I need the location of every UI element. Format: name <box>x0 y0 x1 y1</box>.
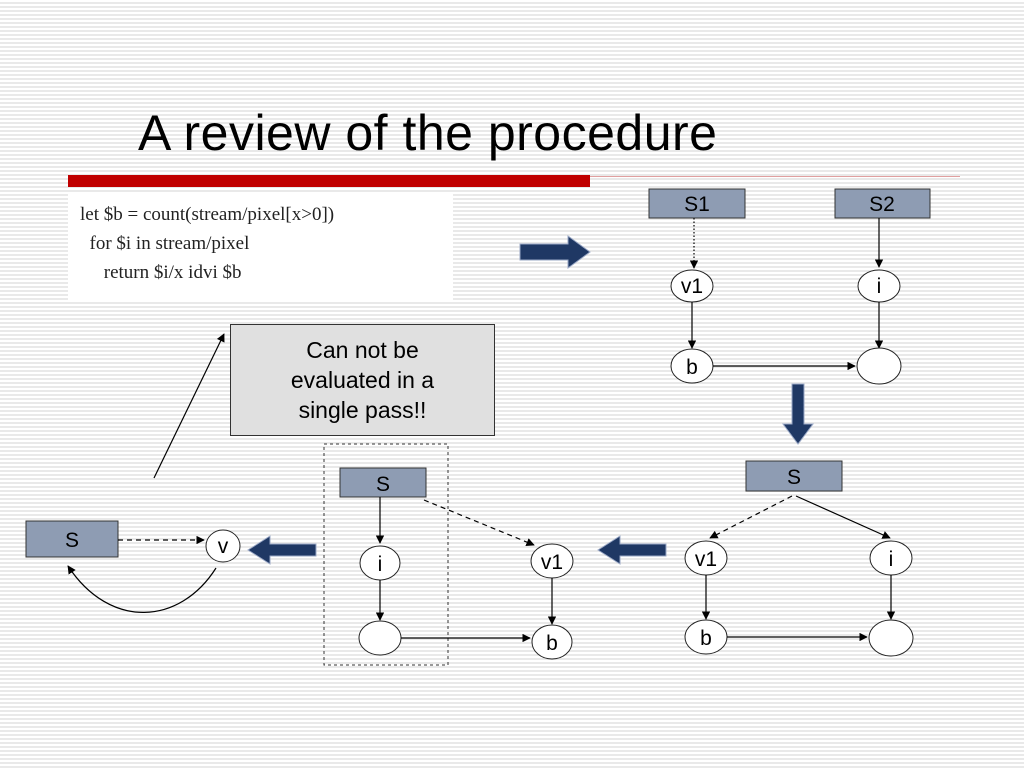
source-s-middle-label: S <box>376 473 390 496</box>
source-s2-box <box>834 188 931 219</box>
edge-v-back-to-s-left <box>67 565 217 613</box>
middle-group-frame <box>323 443 449 666</box>
node-empty-right <box>868 619 914 657</box>
code-line-1: let $b = count(stream/pixel[x>0]) <box>80 204 335 225</box>
node-b-top-label: b <box>686 356 698 379</box>
source-s1-label: S1 <box>684 193 710 216</box>
code-snippet: let $b = count(stream/pixel[x>0]) for $i… <box>68 192 453 302</box>
node-b-middle <box>531 624 573 660</box>
source-s-middle-box <box>339 467 427 498</box>
node-v1-right-label: v1 <box>695 548 717 571</box>
callout-text: Can not be evaluated in a single pass!! <box>290 337 435 423</box>
code-line-3: return $i/x idvi $b <box>80 262 242 283</box>
edge-s-v1-middle <box>423 499 535 547</box>
node-v-left-label: v <box>218 535 229 558</box>
callout-pointer-line <box>153 333 225 479</box>
callout-box: Can not be evaluated in a single pass!! <box>230 324 495 436</box>
node-i-top-label: i <box>877 275 882 298</box>
source-s2-label: S2 <box>869 193 895 216</box>
block-arrow-left-bottom-left <box>247 535 317 565</box>
source-s-left-label: S <box>65 529 79 552</box>
code-line-2: for $i in stream/pixel <box>80 233 250 254</box>
edge-s-v1-right <box>709 495 793 539</box>
edge-s-i-right <box>795 495 891 539</box>
node-v1-top-label: v1 <box>681 275 703 298</box>
block-arrow-left-bottom-right <box>597 535 667 565</box>
block-arrow-right-top <box>519 235 591 269</box>
title-underline-thin <box>590 176 960 177</box>
title-underline-red <box>68 175 590 187</box>
node-i-middle-label: i <box>378 553 383 576</box>
node-v-left <box>205 529 241 563</box>
node-v1-middle-label: v1 <box>541 551 563 574</box>
node-empty-middle <box>358 620 402 656</box>
node-b-right-label: b <box>700 627 712 650</box>
source-s-right-box <box>745 460 843 492</box>
node-i-right-label: i <box>889 548 894 571</box>
source-s-left-box <box>25 520 119 558</box>
source-s1-box <box>648 188 746 219</box>
node-empty-top <box>856 347 902 385</box>
slide-title: A review of the procedure <box>138 105 718 161</box>
block-arrow-down <box>782 383 814 445</box>
source-s-right-label: S <box>787 466 801 489</box>
node-b-middle-label: b <box>546 632 558 655</box>
